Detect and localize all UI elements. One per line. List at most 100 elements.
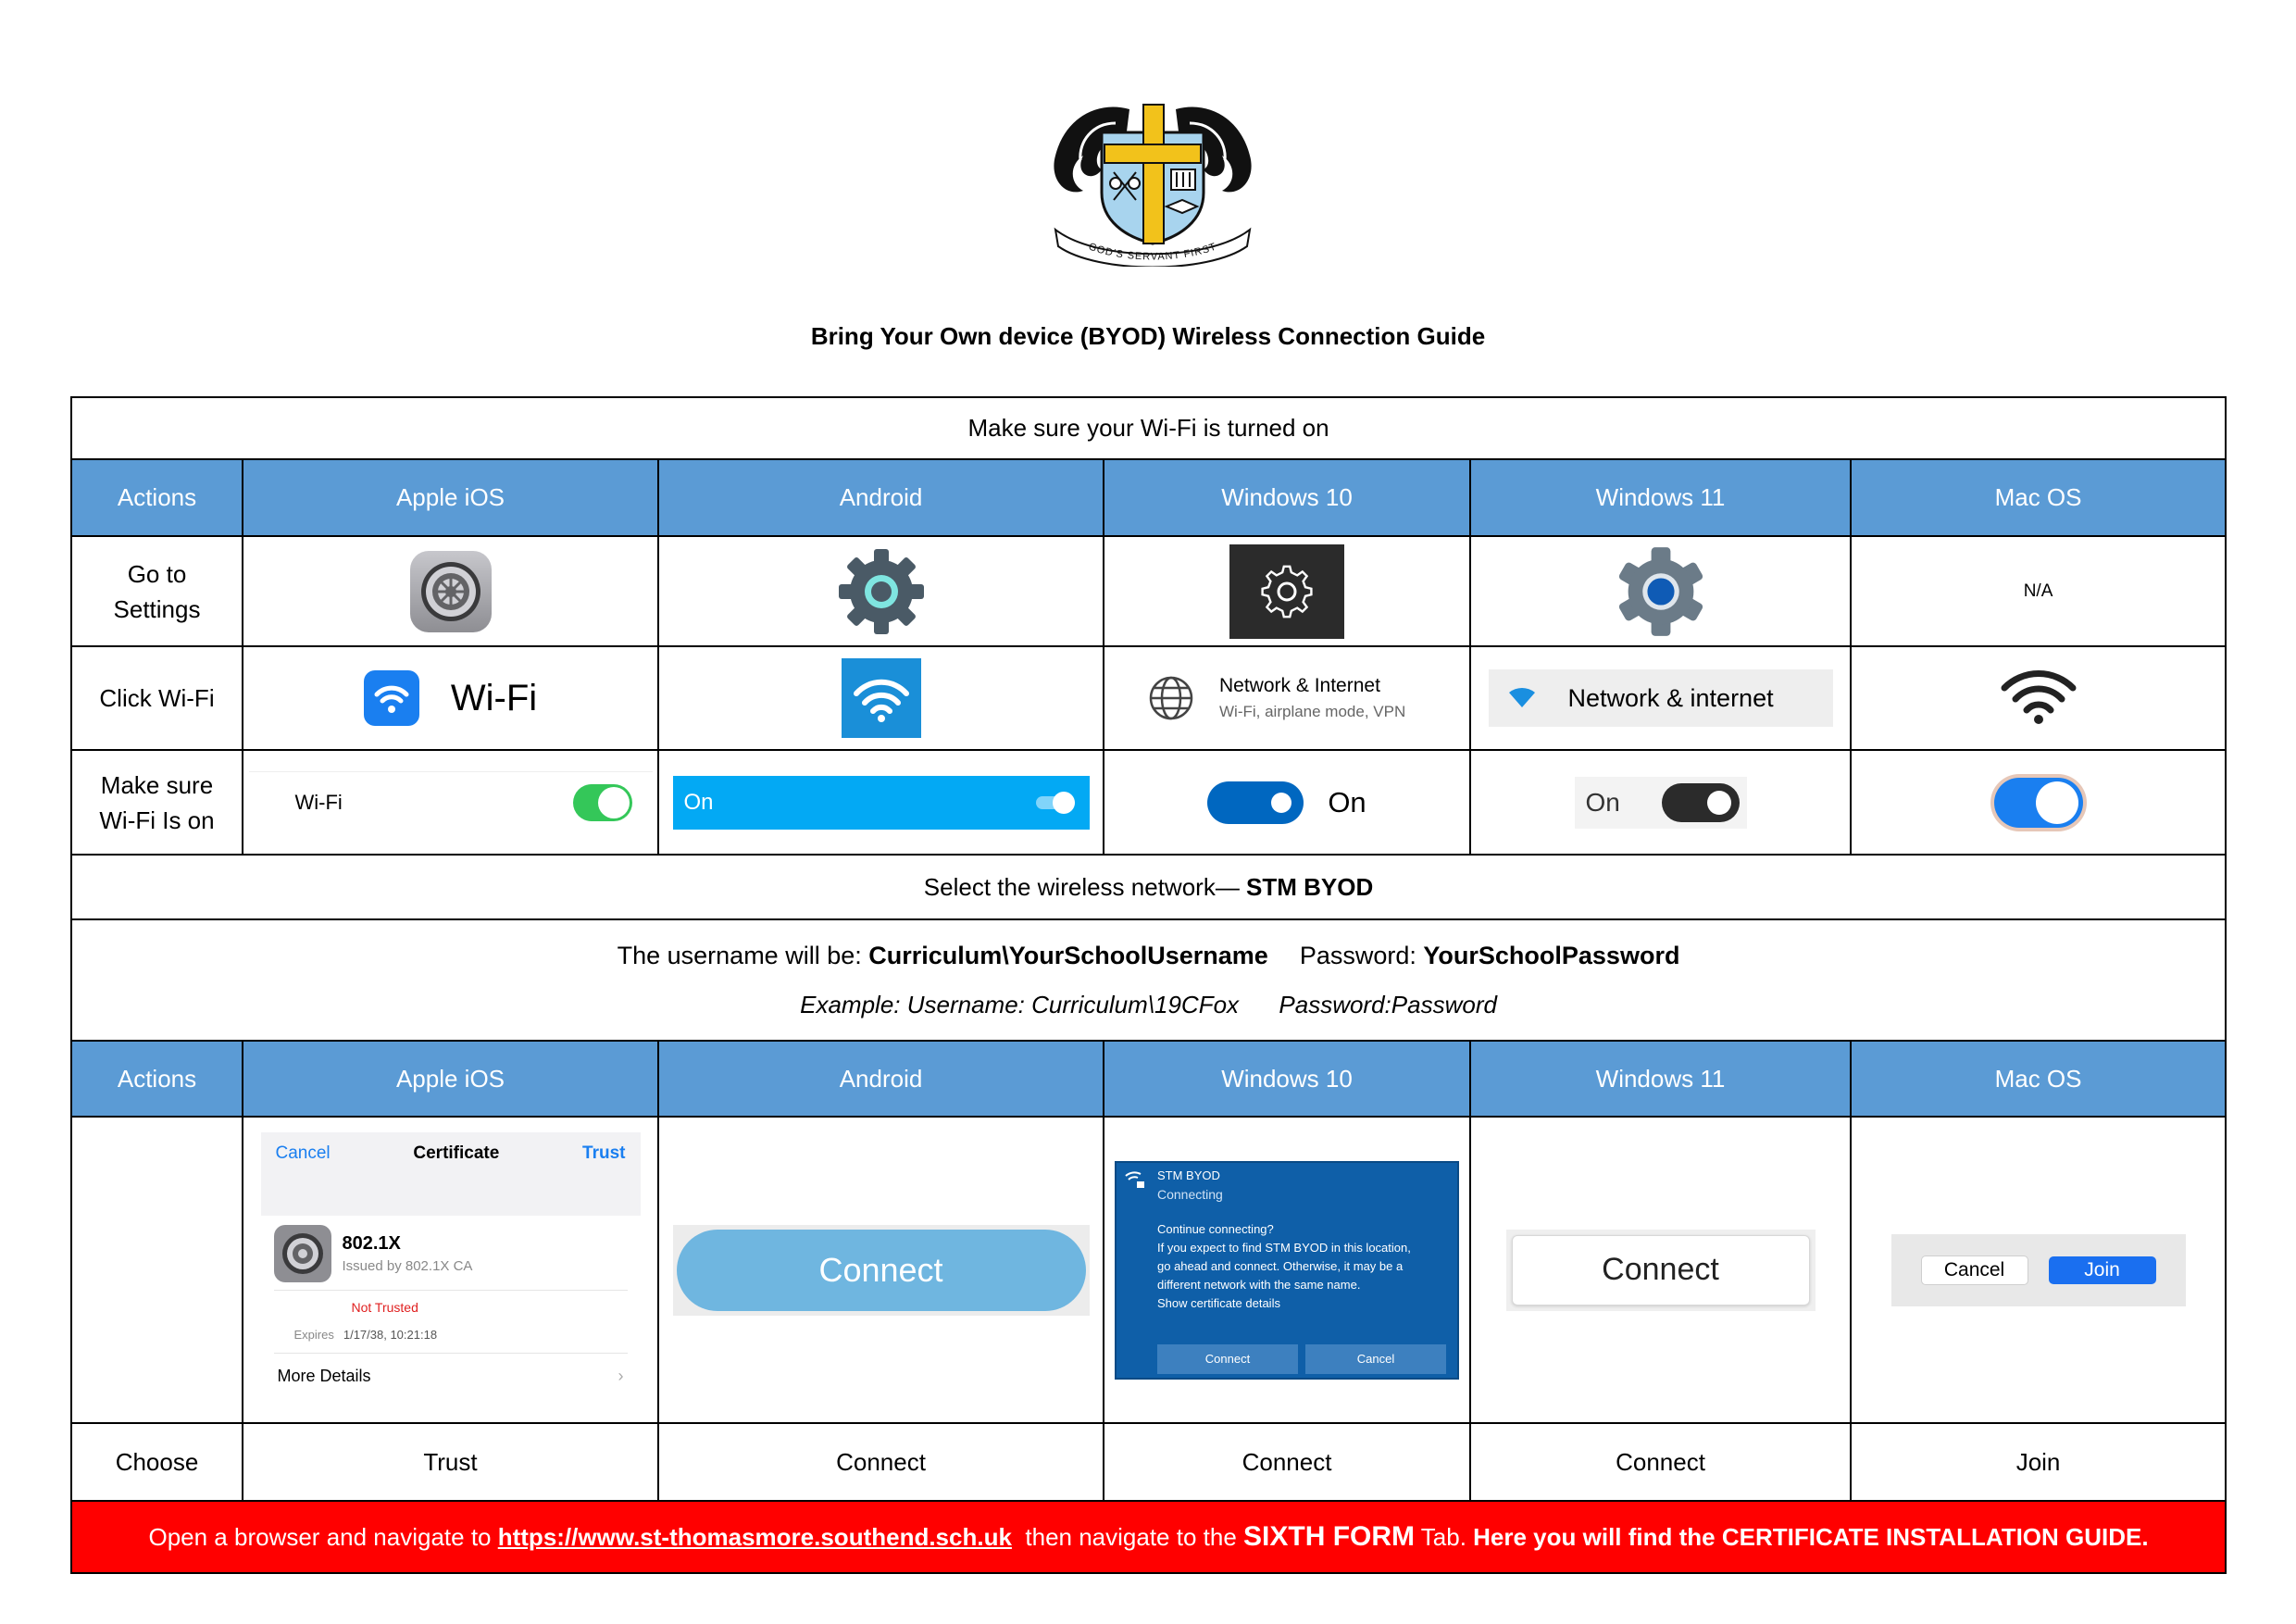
win10-network-title: Network & Internet — [1219, 675, 1380, 696]
win11-network-cell: Network & internet — [1469, 645, 1852, 751]
credentials-line: The username will be: Curriculum\YourSch… — [617, 941, 1680, 969]
macos-cancel-button[interactable]: Cancel — [1920, 1255, 2028, 1285]
network-name: STM BYOD — [1246, 872, 1374, 901]
credentials-example: Example: Username: Curriculum\19CFox Pas… — [800, 990, 1497, 1018]
sixth-form-tab-name: SIXTH FORM — [1243, 1521, 1416, 1552]
connect-action-empty — [70, 1116, 243, 1424]
document-title: Bring Your Own device (BYOD) Wireless Co… — [810, 322, 1486, 350]
android-settings-gear-icon — [838, 548, 924, 634]
win10-network-name: STM BYOD — [1157, 1168, 1220, 1182]
password-value: YourSchoolPassword — [1423, 941, 1680, 969]
win10-dialog-cell: STM BYOD Connecting Continue connecting?… — [1103, 1116, 1471, 1424]
wifi-toggle-row: Make sure Wi-Fi Is on Wi-Fi On — [70, 749, 2227, 856]
header-apple-ios: Apple iOS — [242, 458, 659, 537]
ios-cert-cancel-button[interactable]: Cancel — [275, 1143, 331, 1163]
android-wifi-cell — [657, 645, 1104, 751]
settings-row: Go to Settings — [70, 535, 2227, 647]
certificate-guide-footer: Open a browser and navigate to https://w… — [69, 1500, 2227, 1574]
choose-row: Choose Trust Connect Connect Connect Joi… — [70, 1422, 2227, 1502]
certificate-gear-icon — [273, 1224, 331, 1282]
header2-mac-os: Mac OS — [1849, 1040, 2227, 1118]
win10-secured-wifi-icon — [1125, 1170, 1144, 1188]
platform-header-row-1: Actions Apple iOS Android Windows 10 Win… — [70, 458, 2227, 537]
ios-cert-name: 802.1X — [342, 1232, 401, 1254]
ios-settings-cell — [242, 535, 659, 647]
credentials-cell: The username will be: Curriculum\YourSch… — [69, 918, 2227, 1042]
win10-show-cert-details[interactable]: Show certificate details — [1157, 1295, 1280, 1310]
click-wifi-row: Click Wi-Fi Wi-Fi — [70, 645, 2227, 751]
ios-wifi-icon — [363, 670, 419, 726]
ios-certificate-screen: Cancel Certificate Trust 802.1X Issued b… — [260, 1131, 641, 1408]
win10-settings-gear-icon — [1229, 543, 1344, 639]
select-network-banner: Select the wireless network— STM BYOD — [69, 854, 2227, 920]
wifi-on-banner: Make sure your Wi-Fi is turned on — [69, 396, 2227, 460]
win11-connect-cell: Connect — [1469, 1116, 1852, 1424]
header2-apple-ios: Apple iOS — [242, 1040, 659, 1118]
choose-ios: Trust — [242, 1422, 659, 1502]
win11-toggle-label: On — [1585, 787, 1620, 817]
win11-settings-cell — [1469, 535, 1852, 647]
win10-toggle-label: On — [1328, 785, 1366, 818]
macos-join-button[interactable]: Join — [2048, 1255, 2156, 1284]
win11-settings-gear-icon — [1618, 546, 1703, 636]
win11-wifi-icon — [1508, 687, 1535, 707]
platform-header-row-2: Actions Apple iOS Android Windows 10 Win… — [70, 1040, 2227, 1118]
android-wifi-toggle[interactable] — [1034, 791, 1077, 815]
choose-action: Choose — [70, 1422, 243, 1502]
android-connect-button[interactable]: Connect — [676, 1229, 1086, 1311]
win10-connect-dialog: STM BYOD Connecting Continue connecting?… — [1115, 1160, 1459, 1380]
header-mac-os: Mac OS — [1849, 458, 2227, 537]
ios-cert-title: Certificate — [413, 1143, 500, 1163]
ios-cert-status: Not Trusted — [351, 1299, 418, 1315]
header2-android: Android — [657, 1040, 1104, 1118]
win10-toggle-cell: On — [1103, 749, 1471, 856]
ios-wifi-cell: Wi-Fi — [242, 645, 659, 751]
header2-windows-11: Windows 11 — [1469, 1040, 1852, 1118]
win11-connect-button[interactable]: Connect — [1511, 1234, 1810, 1305]
win11-network-label: Network & internet — [1567, 683, 1774, 712]
win10-wifi-toggle[interactable] — [1207, 781, 1304, 824]
ios-wifi-toggle[interactable] — [572, 784, 632, 821]
choose-win10: Connect — [1103, 1422, 1471, 1502]
action-go-to-settings: Go to Settings — [70, 535, 243, 647]
choose-android: Connect — [657, 1422, 1104, 1502]
macos-wifi-cell — [1849, 645, 2227, 751]
ios-cert-trust-button[interactable]: Trust — [582, 1143, 626, 1163]
action-click-wifi: Click Wi-Fi — [70, 645, 243, 751]
school-crest-logo: GOD'S SERVANT FIRST — [1054, 104, 1252, 267]
action-make-sure-wifi-on: Make sure Wi-Fi Is on — [70, 749, 243, 856]
choose-macos: Join — [1849, 1422, 2227, 1502]
macos-toggle-cell — [1849, 749, 2227, 856]
ios-cert-more-details[interactable]: More Details› — [277, 1366, 624, 1385]
ios-settings-gear-icon — [409, 550, 492, 632]
choose-win11: Connect — [1469, 1422, 1852, 1502]
header2-windows-10: Windows 10 — [1103, 1040, 1471, 1118]
macos-join-dialog: Cancel Join — [1890, 1233, 2186, 1306]
school-website-link[interactable]: https://www.st-thomasmore.southend.sch.u… — [497, 1523, 1012, 1551]
byod-guide-table: Make sure your Wi-Fi is turned on Action… — [69, 396, 2227, 1574]
android-wifi-icon — [841, 658, 921, 738]
header2-actions: Actions — [70, 1040, 243, 1118]
win10-cancel-button[interactable]: Cancel — [1305, 1343, 1446, 1374]
header-windows-11: Windows 11 — [1469, 458, 1852, 537]
win11-toggle-cell: On — [1469, 749, 1852, 856]
chevron-right-icon: › — [618, 1366, 624, 1385]
macos-settings-na: N/A — [1849, 535, 2227, 647]
ios-certificate-cell: Cancel Certificate Trust 802.1X Issued b… — [242, 1116, 659, 1424]
android-connect-cell: Connect — [657, 1116, 1104, 1424]
win10-settings-cell — [1103, 535, 1471, 647]
globe-icon — [1149, 676, 1193, 720]
macos-wifi-toggle[interactable] — [1989, 772, 2089, 833]
header-android: Android — [657, 458, 1104, 537]
android-settings-cell — [657, 535, 1104, 647]
android-toggle-cell: On — [657, 749, 1104, 856]
username-value: Curriculum\YourSchoolUsername — [868, 941, 1268, 969]
win11-wifi-toggle[interactable] — [1661, 782, 1740, 822]
ios-toggle-cell: Wi-Fi — [242, 749, 659, 856]
win10-question: Continue connecting? — [1157, 1221, 1274, 1236]
win10-connect-button[interactable]: Connect — [1157, 1343, 1298, 1374]
win10-network-cell: Network & Internet Wi-Fi, airplane mode,… — [1103, 645, 1471, 751]
macos-wifi-icon — [2001, 670, 2077, 724]
header-actions: Actions — [70, 458, 243, 537]
